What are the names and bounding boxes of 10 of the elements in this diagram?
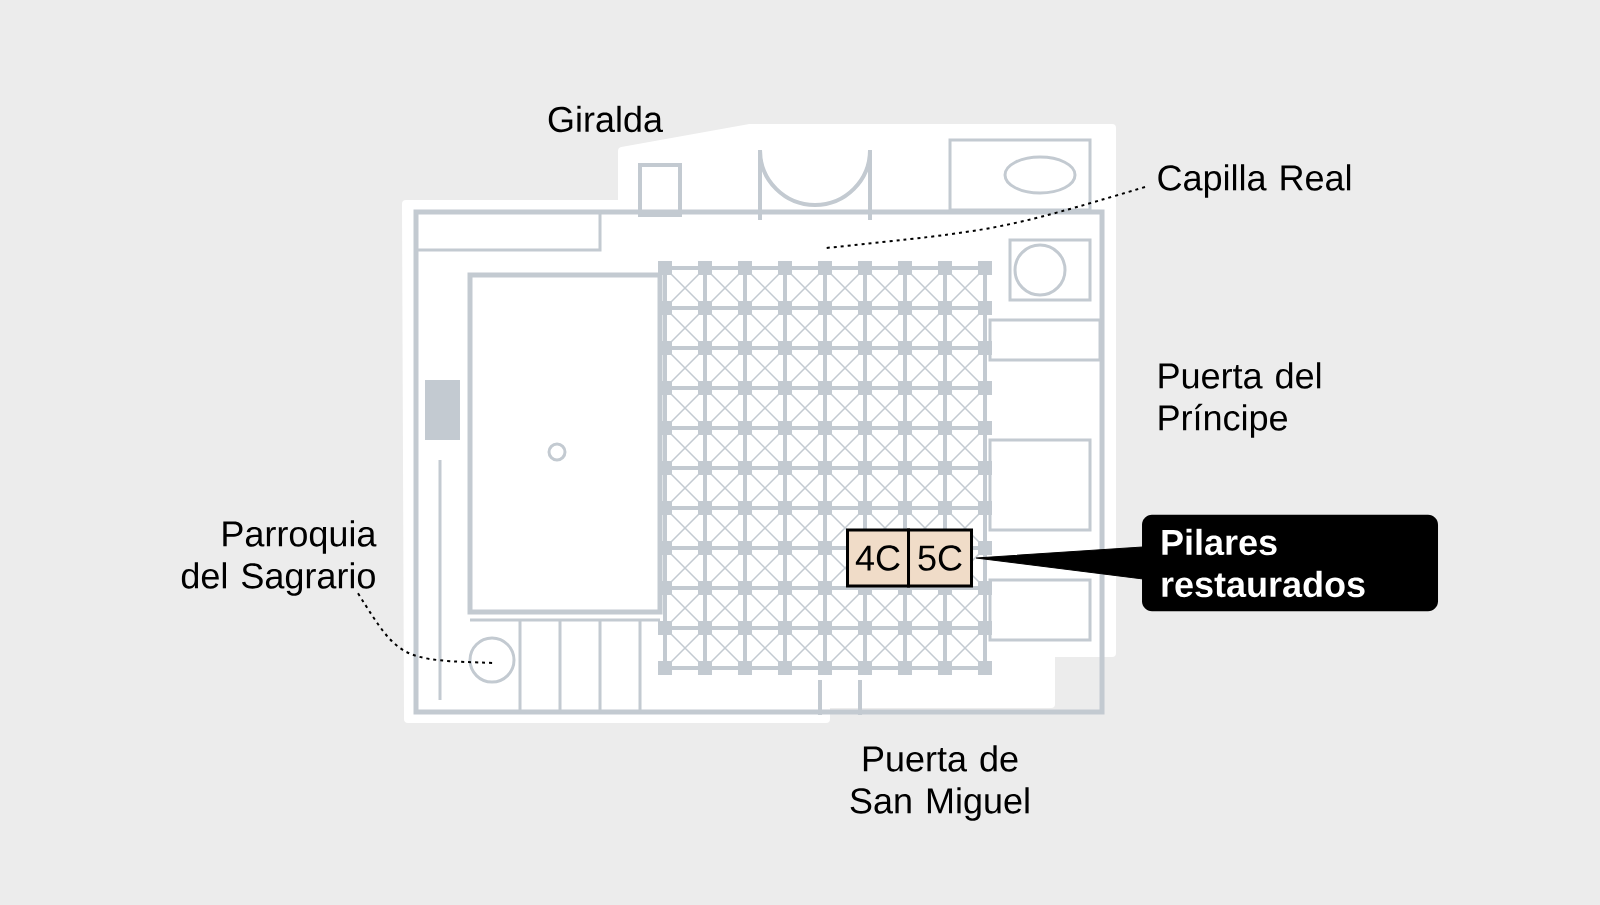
pillar-box: 4C bbox=[846, 528, 910, 588]
place-label: Giralda bbox=[548, 105, 663, 133]
place-label: Puerta de San Miguel bbox=[850, 745, 1029, 821]
place-label: Puerta del Príncipe bbox=[1159, 362, 1321, 438]
callout-pointer bbox=[975, 546, 1144, 580]
callout-box: Pilares restaurados bbox=[1142, 514, 1438, 612]
place-label: Capilla Real bbox=[1158, 164, 1351, 198]
pillar-box: 5C bbox=[907, 528, 973, 588]
leader-line bbox=[825, 186, 1146, 249]
place-label: Parroquia del Sagrario bbox=[181, 520, 377, 596]
